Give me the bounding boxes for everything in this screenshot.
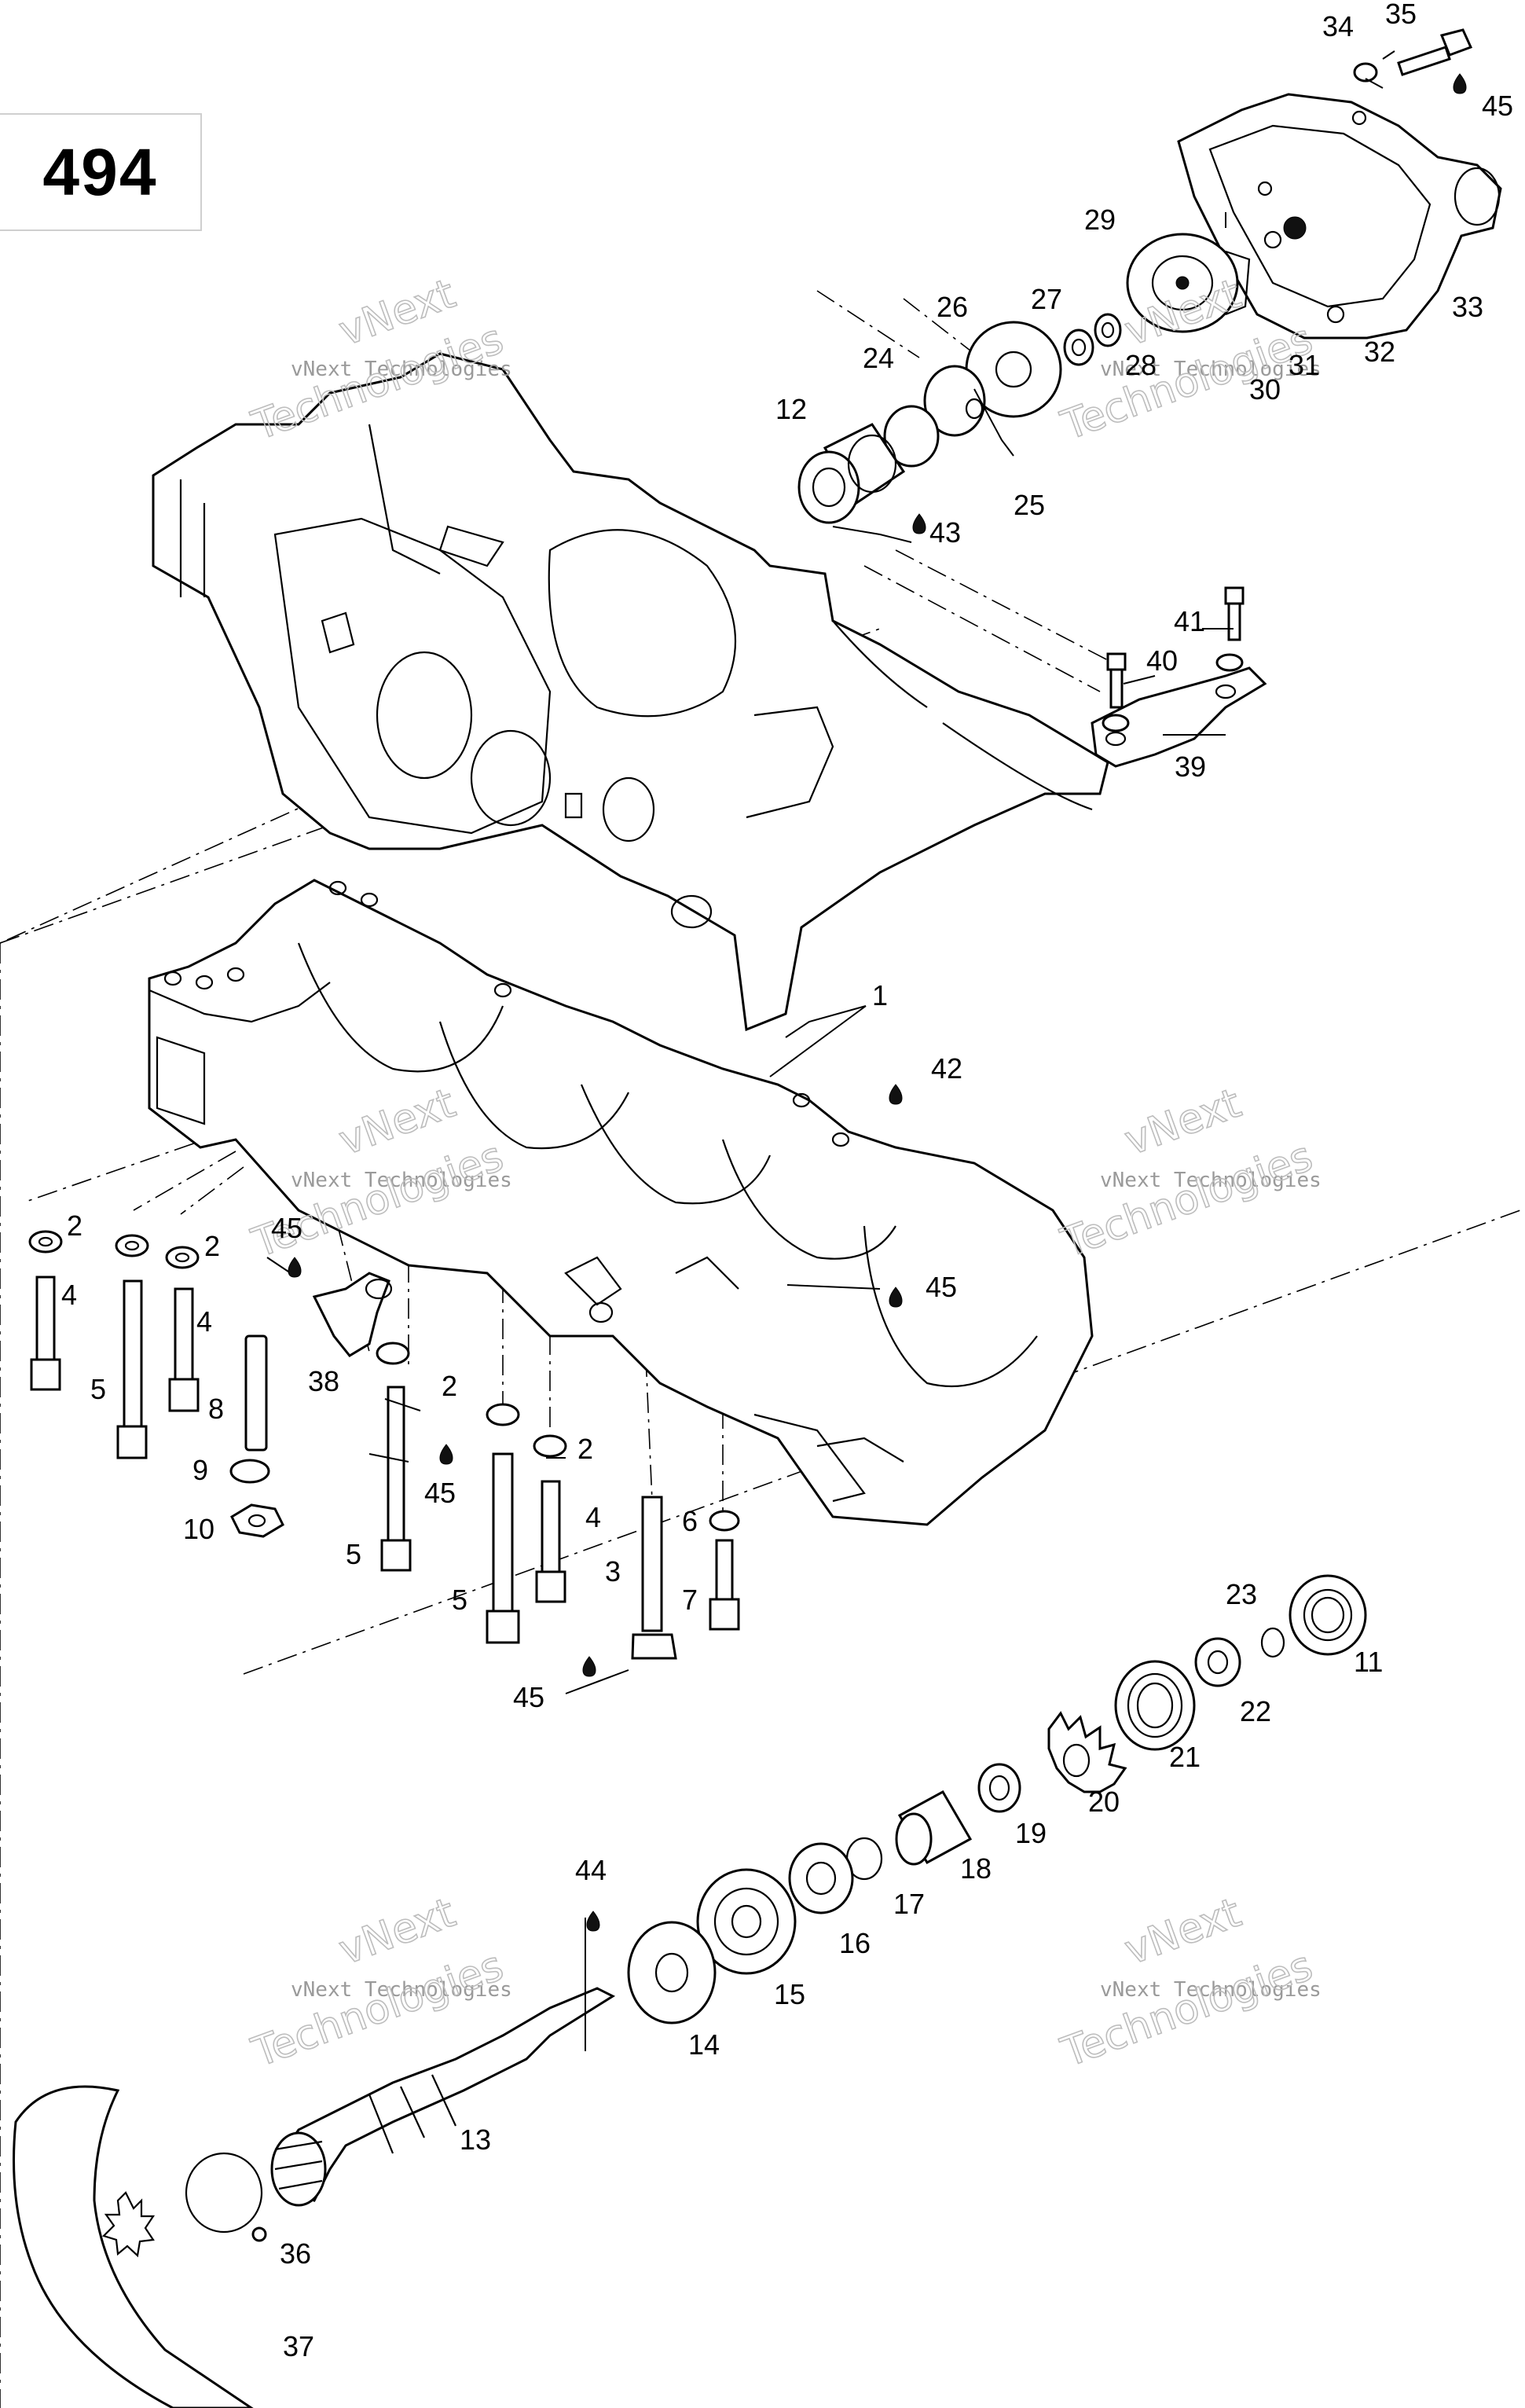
seal-14 bbox=[627, 1921, 717, 2024]
lower-crankcase bbox=[148, 879, 1094, 1526]
elbow-38 bbox=[312, 1272, 393, 1357]
callout-45-top: 45 bbox=[1482, 90, 1513, 122]
rotary-valve bbox=[1126, 233, 1251, 333]
watermark-5-line: vNext Technologies bbox=[291, 1978, 512, 2002]
callout-4-a: 4 bbox=[61, 1279, 77, 1311]
callout-25: 25 bbox=[1014, 489, 1045, 521]
callout-8: 8 bbox=[208, 1393, 224, 1425]
ring-22 bbox=[1194, 1637, 1241, 1687]
callout-18: 18 bbox=[960, 1852, 992, 1885]
callout-39: 39 bbox=[1175, 751, 1206, 783]
callout-5-b: 5 bbox=[346, 1538, 361, 1570]
rotary-valve-cover bbox=[1177, 93, 1502, 340]
callout-40: 40 bbox=[1146, 644, 1178, 677]
gear-20 bbox=[1047, 1711, 1127, 1793]
drive-shaft-13 bbox=[270, 1987, 616, 2207]
sleeve-18 bbox=[895, 1789, 973, 1866]
page-number-box: 494 bbox=[0, 113, 202, 231]
callout-2-a: 2 bbox=[67, 1210, 82, 1242]
leader-lines bbox=[266, 50, 1395, 2051]
callout-1: 1 bbox=[872, 979, 888, 1011]
washer-34 bbox=[1353, 62, 1378, 83]
callout-45-c: 45 bbox=[424, 1477, 456, 1509]
watermark-2-line: vNext Technologies bbox=[1100, 358, 1322, 381]
bearing-12 bbox=[797, 423, 906, 524]
callout-45-e: 45 bbox=[926, 1271, 957, 1303]
callout-2-d: 2 bbox=[577, 1433, 593, 1465]
bracket-39 bbox=[1091, 653, 1267, 768]
callout-4-c: 4 bbox=[585, 1501, 601, 1533]
bearing-15 bbox=[696, 1868, 797, 1975]
callout-4-b: 4 bbox=[196, 1305, 212, 1338]
spring-21 bbox=[1114, 1660, 1196, 1751]
callout-27: 27 bbox=[1031, 283, 1062, 315]
callout-45-d: 45 bbox=[513, 1681, 544, 1713]
shield-37 bbox=[13, 2085, 254, 2408]
callout-2-c: 2 bbox=[442, 1370, 457, 1402]
callout-28: 28 bbox=[1125, 349, 1157, 381]
callout-29: 29 bbox=[1084, 204, 1116, 236]
watermark-1-line: vNext Technologies bbox=[291, 358, 512, 381]
callout-30: 30 bbox=[1249, 373, 1281, 406]
watermark-4-big: vNext bbox=[1119, 1080, 1247, 1165]
bearing-11 bbox=[1289, 1574, 1367, 1656]
fasteners-middle bbox=[376, 1342, 740, 1660]
callout-41: 41 bbox=[1174, 605, 1205, 637]
fasteners-left bbox=[28, 1230, 284, 1538]
callout-37: 37 bbox=[283, 2330, 314, 2362]
oil-drops bbox=[288, 73, 1467, 1932]
callout-24: 24 bbox=[863, 342, 894, 374]
callout-43: 43 bbox=[929, 516, 961, 549]
bolt-41 bbox=[1224, 586, 1245, 641]
seal-stack bbox=[883, 313, 1122, 468]
callout-17: 17 bbox=[893, 1888, 925, 1920]
callout-21: 21 bbox=[1169, 1741, 1201, 1773]
callout-13: 13 bbox=[460, 2124, 491, 2156]
watermark-4-big2: Technologies bbox=[1055, 1133, 1318, 1268]
callout-14: 14 bbox=[688, 2028, 720, 2061]
circlip-23 bbox=[1260, 1627, 1285, 1658]
circlip-36 bbox=[185, 2152, 267, 2242]
callout-35: 35 bbox=[1385, 0, 1417, 30]
bolt-35 bbox=[1397, 28, 1473, 76]
callout-2-b: 2 bbox=[204, 1230, 220, 1262]
callout-44: 44 bbox=[575, 1854, 607, 1886]
callout-11: 11 bbox=[1354, 1646, 1383, 1678]
callout-6: 6 bbox=[682, 1505, 698, 1537]
callout-33: 33 bbox=[1452, 291, 1483, 323]
callout-3: 3 bbox=[605, 1555, 621, 1588]
callout-10: 10 bbox=[183, 1513, 214, 1545]
callout-23: 23 bbox=[1226, 1578, 1257, 1610]
callout-9: 9 bbox=[192, 1454, 208, 1486]
page-number: 494 bbox=[42, 134, 158, 209]
callout-38: 38 bbox=[308, 1365, 339, 1397]
watermark-3-line: vNext Technologies bbox=[291, 1169, 512, 1192]
watermark-6-big2: Technologies bbox=[1055, 1943, 1318, 2077]
callout-32: 32 bbox=[1364, 336, 1395, 368]
callout-7: 7 bbox=[682, 1584, 698, 1616]
callout-34: 34 bbox=[1322, 10, 1354, 42]
watermark-6-line: vNext Technologies bbox=[1100, 1978, 1322, 2002]
callout-36: 36 bbox=[280, 2237, 311, 2270]
callout-19: 19 bbox=[1015, 1817, 1047, 1849]
washer-19 bbox=[977, 1763, 1021, 1813]
callout-5-c: 5 bbox=[452, 1584, 467, 1616]
callouts: 34 35 45 29 33 26 27 28 31 32 30 24 12 2… bbox=[61, 0, 1513, 2362]
callout-22: 22 bbox=[1240, 1695, 1271, 1727]
callout-16: 16 bbox=[839, 1927, 871, 1959]
callout-31: 31 bbox=[1289, 349, 1320, 381]
callout-45-b: 45 bbox=[271, 1212, 302, 1244]
bolt-40 bbox=[1106, 652, 1127, 709]
callout-15: 15 bbox=[774, 1978, 805, 2010]
watermark-6-big: vNext bbox=[1119, 1889, 1247, 1974]
washer-16 bbox=[788, 1842, 854, 1914]
callout-42: 42 bbox=[931, 1052, 962, 1085]
callout-5-a: 5 bbox=[90, 1373, 106, 1405]
callout-12: 12 bbox=[775, 393, 807, 425]
callout-20: 20 bbox=[1088, 1786, 1120, 1818]
watermark-4-line: vNext Technologies bbox=[1100, 1169, 1322, 1192]
callout-26: 26 bbox=[937, 291, 968, 323]
